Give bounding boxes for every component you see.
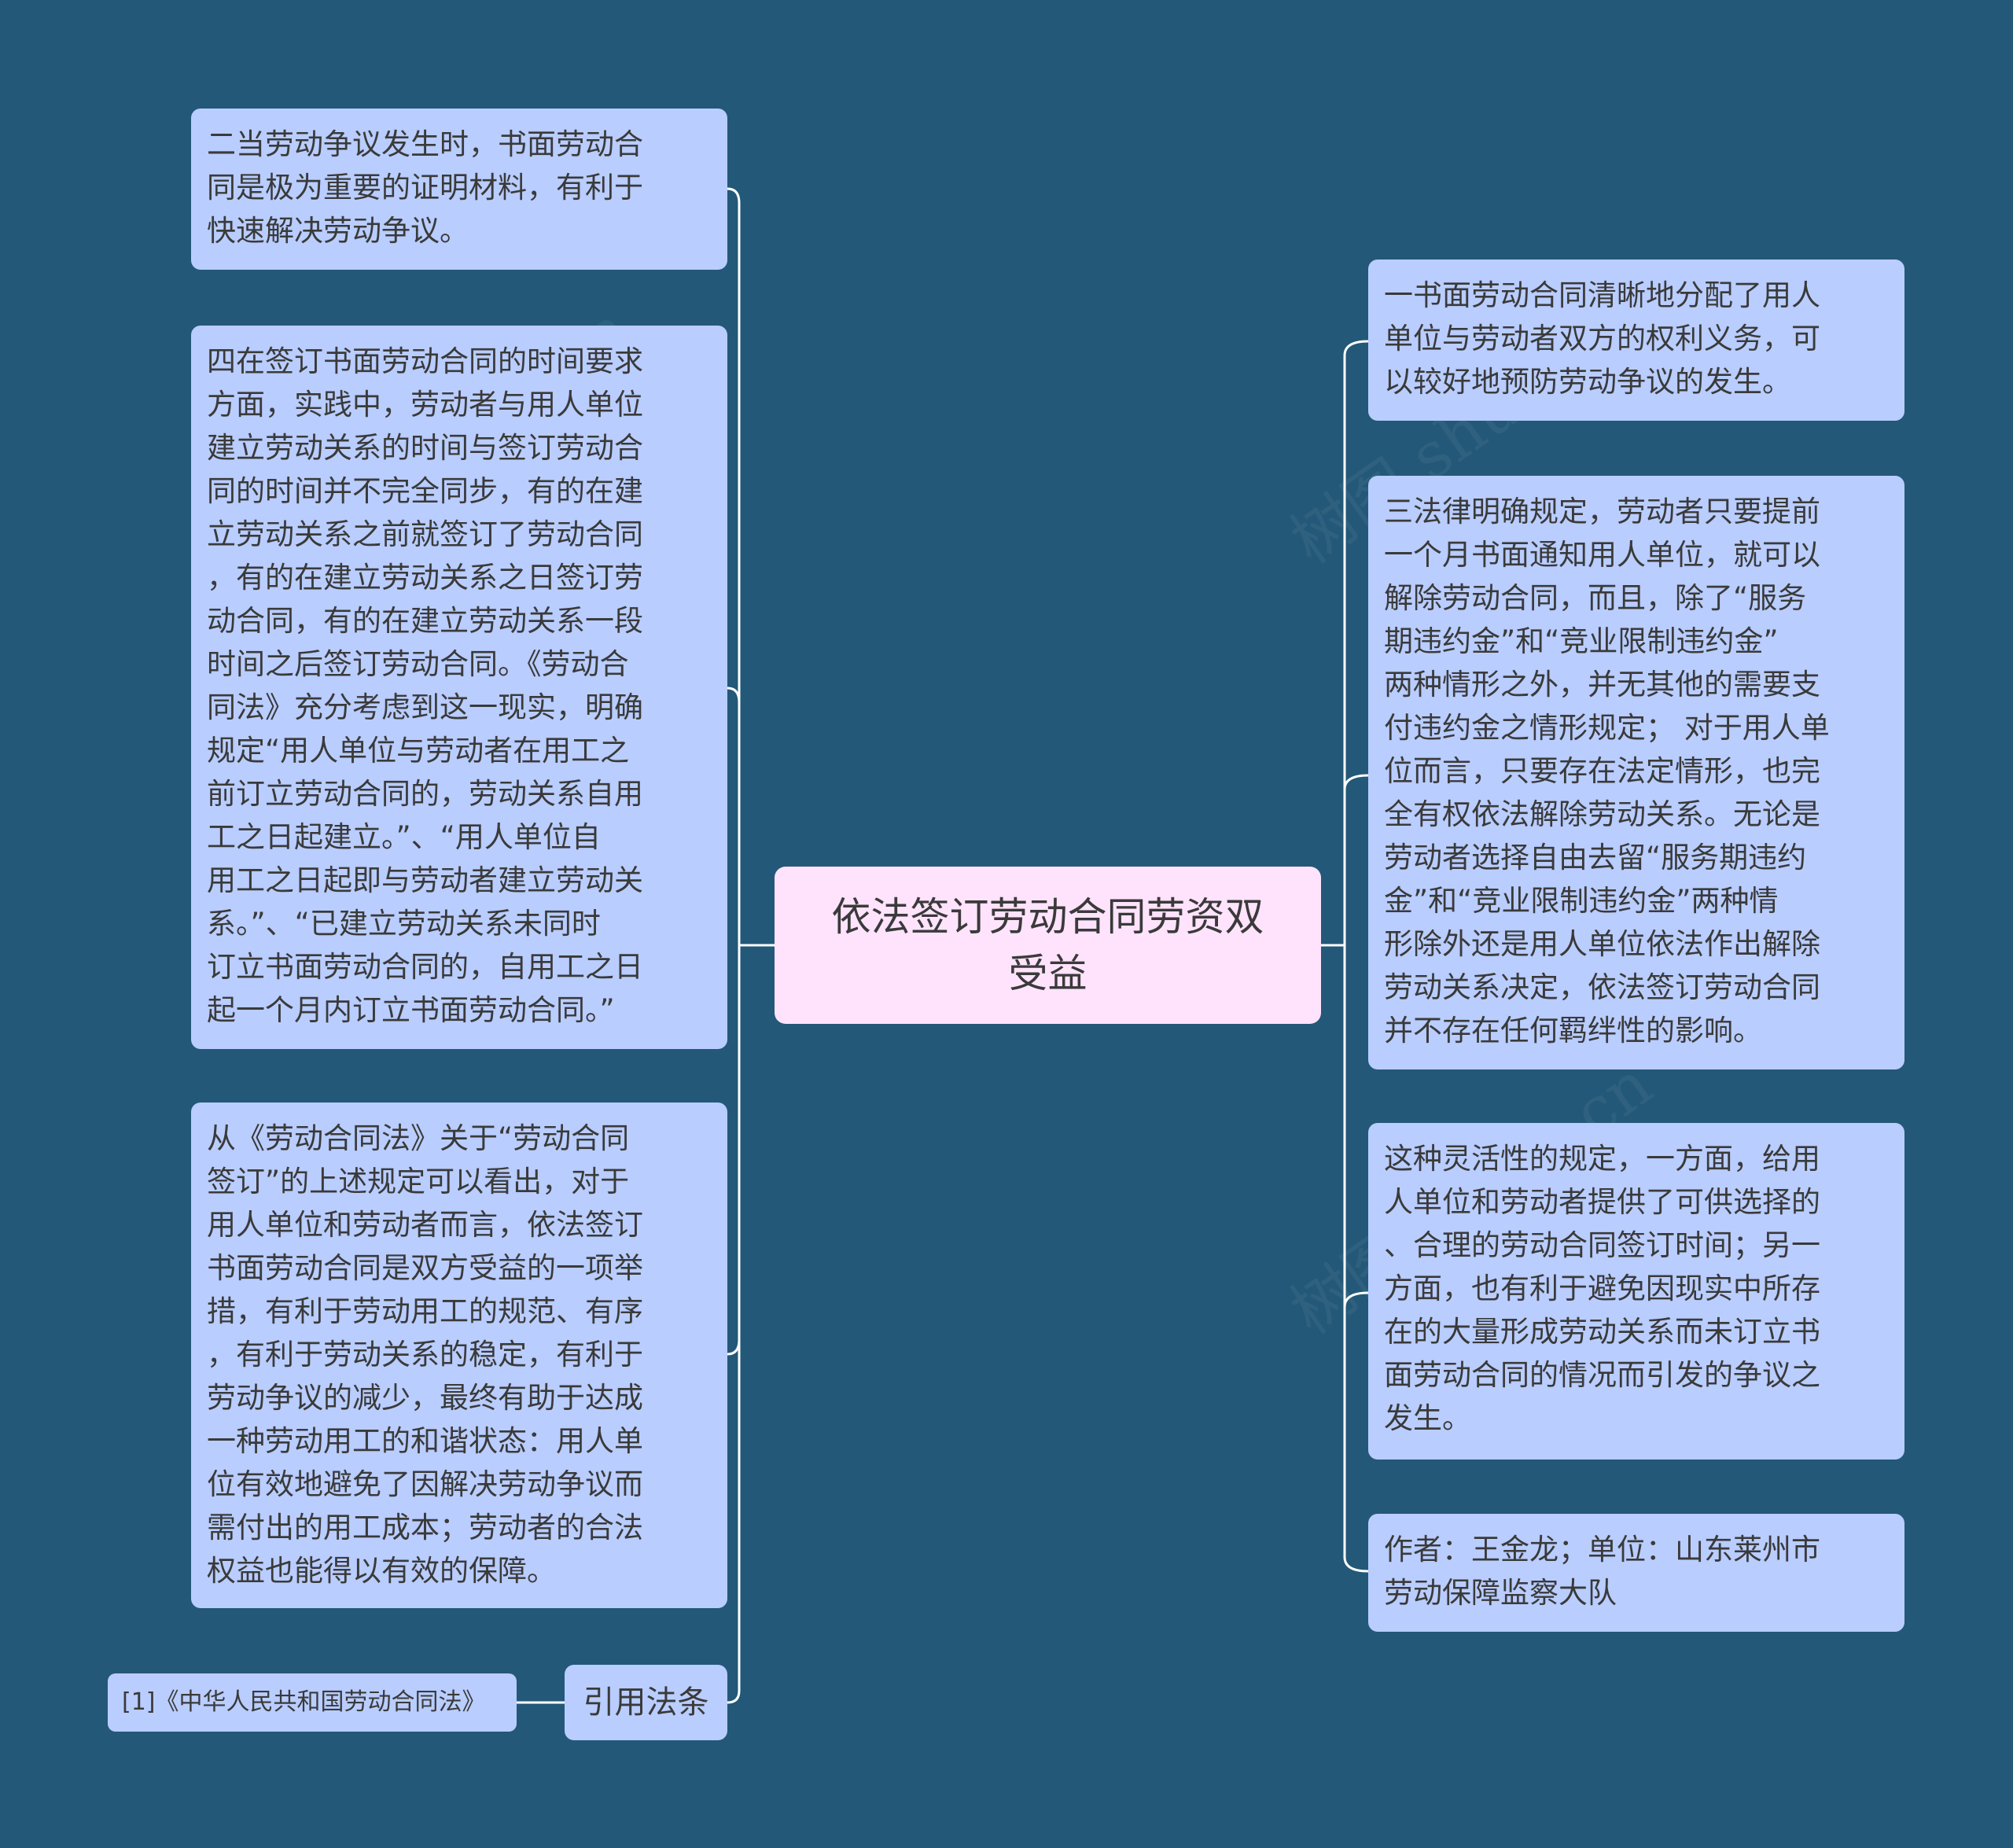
central-topic[interactable]: 依法签订劳动合同劳资双 受益 [775, 867, 1321, 1024]
right-node-author[interactable]: 作者：王金龙；单位：山东莱州市 劳动保障监察大队 [1368, 1514, 1904, 1632]
connector-left-1 [727, 187, 741, 204]
left-node-signing-timing[interactable]: 四在签订书面劳动合同的时间要求 方面，实践中，劳动者与用人单位 建立劳动关系的时… [191, 326, 727, 1049]
connector-right-4 [1343, 1556, 1369, 1573]
right-node-flexibility[interactable]: 这种灵活性的规定，一方面，给用 人单位和劳动者提供了可供选择的 、合理的劳动合同… [1368, 1123, 1904, 1460]
left-node-dispute-evidence[interactable]: 二当劳动争议发生时，书面劳动合 同是极为重要的证明材料，有利于 快速解决劳动争议… [191, 109, 727, 270]
connector-right-1 [1343, 340, 1369, 356]
right-node-rights-obligations[interactable]: 一书面劳动合同清晰地分配了用人 单位与劳动者双方的权利义务，可 以较好地预防劳动… [1368, 260, 1904, 421]
left-node-mutual-benefit[interactable]: 从《劳动合同法》关于“劳动合同 签订”的上述规定可以看出，对于 用人单位和劳动者… [191, 1103, 727, 1608]
connector-left-3 [727, 1339, 741, 1356]
connector-left-4 [727, 1690, 741, 1704]
citation-leaf-labor-contract-law[interactable]: [1]《中华人民共和国劳动合同法》 [108, 1673, 517, 1732]
connector-right-3 [1343, 1291, 1369, 1308]
right-node-termination-rules[interactable]: 三法律明确规定，劳动者只要提前 一个月书面通知用人单位，就可以 解除劳动合同，而… [1368, 476, 1904, 1069]
citation-node[interactable]: 引用法条 [565, 1665, 727, 1740]
connector-right-2 [1343, 774, 1369, 790]
connector-left-2 [727, 687, 741, 703]
